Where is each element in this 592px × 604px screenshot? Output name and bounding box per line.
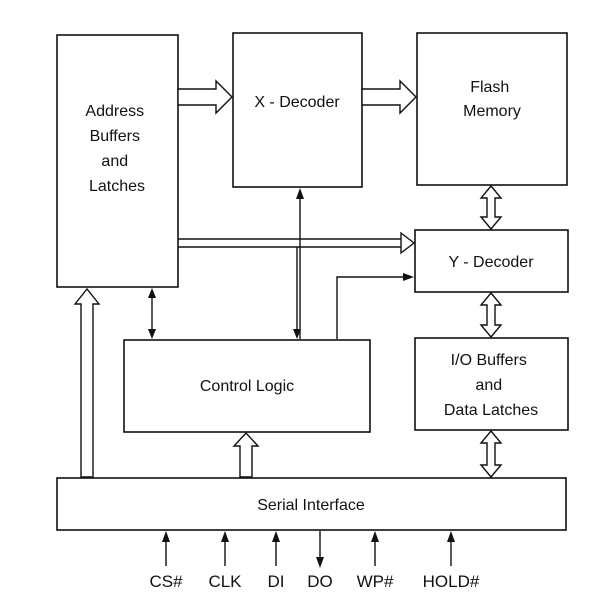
pin-cs: CS#	[149, 531, 183, 591]
flash-memory-line-1: Flash	[470, 79, 509, 96]
svg-text:Y - Decoder: Y - Decoder	[448, 254, 534, 271]
pin-wp-label: WP#	[357, 572, 394, 591]
flash-memory-line-2: Memory	[463, 103, 521, 120]
svg-text:Control Logic: Control Logic	[200, 378, 294, 395]
addr-to-ydecoder-bus-head	[400, 231, 416, 255]
io-buffers-line-1: I/O Buffers	[451, 352, 527, 369]
control-logic-block: Control Logic	[123, 339, 371, 433]
control-logic-label: Control Logic	[200, 378, 294, 395]
serial-interface-block: Serial Interface	[56, 477, 567, 531]
io-serial-bus	[479, 429, 503, 479]
svg-text:I/O Buffers and Da: I/O Buffers and Data Latches	[444, 352, 538, 419]
io-buffers-block: I/O Buffers and Data Latches	[414, 337, 569, 431]
svg-text:Address Buffers an: Address Buffers and Latches	[85, 103, 148, 195]
io-buffers-line-2: and	[475, 377, 502, 394]
pin-wp: WP#	[357, 531, 394, 591]
control-lines	[148, 188, 414, 339]
serial-interface-label: Serial Interface	[257, 497, 365, 514]
pin-hold-label: HOLD#	[423, 572, 480, 591]
pin-clk: CLK	[208, 531, 242, 591]
x-decoder-label: X - Decoder	[254, 94, 340, 111]
bus-arrows	[73, 79, 503, 479]
ydecoder-io-bus	[479, 291, 503, 339]
pin-cs-label: CS#	[149, 572, 183, 591]
y-decoder-label: Y - Decoder	[448, 254, 534, 271]
svg-text:Serial Interface: Serial Interface	[257, 497, 365, 514]
address-buffers-line-3: and	[101, 153, 128, 170]
addr-to-xdecoder-bus	[177, 79, 233, 115]
flash-ydecoder-bus	[479, 184, 503, 231]
x-decoder-block: X - Decoder	[232, 32, 363, 188]
svg-text:X - Decoder: X - Decoder	[254, 94, 340, 111]
io-buffers-line-3: Data Latches	[444, 402, 538, 419]
pin-clk-label: CLK	[208, 572, 242, 591]
y-decoder-block: Y - Decoder	[414, 229, 569, 293]
svg-text:Flash Memory: Flash Memory	[463, 79, 521, 120]
pin-hold: HOLD#	[423, 531, 480, 591]
pin-di-label: DI	[268, 572, 285, 591]
addr-to-ydecoder-bus	[178, 238, 403, 248]
pin-do-label: DO	[307, 572, 333, 591]
address-buffers-line-1: Address	[85, 103, 144, 120]
pins: CS# CLK DI DO WP# HOLD#	[149, 531, 480, 591]
address-buffers-line-4: Latches	[89, 178, 145, 195]
address-buffers-line-2: Buffers	[90, 128, 140, 145]
serial-to-control-bus	[232, 431, 260, 478]
flash-memory-block: Flash Memory	[416, 32, 568, 186]
address-buffers-block: Address Buffers and Latches	[56, 34, 179, 288]
serial-to-address-bus	[73, 287, 101, 478]
xdecoder-to-flash-bus	[361, 79, 417, 115]
pin-di: DI	[268, 531, 285, 591]
pin-do: DO	[307, 531, 333, 591]
